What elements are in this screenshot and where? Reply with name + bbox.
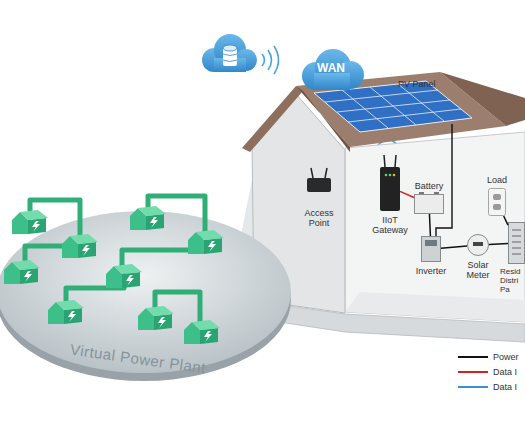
access-point-shape [325, 168, 327, 178]
vpp-pipe [25, 196, 205, 322]
power-wire [436, 124, 452, 236]
power-wire [436, 124, 452, 236]
database-cloud [223, 54, 237, 62]
house-icon [130, 206, 166, 230]
distribution-panel-shape [509, 223, 525, 264]
node-label: Resid Distri Pa [500, 267, 525, 294]
solar-meter-shape [467, 234, 489, 256]
load-outlet-shape [489, 189, 506, 216]
legend-line-sample [458, 369, 488, 375]
house-icon [184, 320, 220, 344]
house-icon [106, 264, 142, 288]
node-label: Inverter [409, 266, 453, 276]
legend-text: Data I [493, 367, 517, 377]
legend-line-sample [458, 386, 488, 388]
node-label: WAN [296, 62, 366, 75]
battery-shape [414, 194, 444, 214]
legend-line-sample [458, 384, 488, 390]
wire [429, 214, 431, 236]
database-cloud [223, 45, 237, 51]
inverter-shape [422, 237, 441, 262]
house-icon [4, 260, 40, 284]
iiot-gateway-shape [393, 174, 396, 177]
house-icon [12, 210, 48, 234]
roof [242, 86, 303, 152]
wire [489, 243, 508, 245]
inverter-shape [421, 236, 441, 262]
node-label: Solar Meter [459, 260, 497, 280]
vpp-disc: Virtual Power Plant [0, 205, 293, 387]
wire [400, 191, 414, 197]
house-icon [48, 300, 84, 324]
load-outlet-shape [493, 194, 501, 200]
access-point-shape [306, 172, 332, 192]
inverter-shape [425, 240, 437, 246]
iiot-gateway-shape [380, 167, 400, 211]
battery-shape [415, 195, 444, 214]
solar-meter-shape [468, 235, 489, 256]
node-label: Access Point [300, 208, 338, 228]
iiot-gateway-shape [395, 155, 396, 167]
load-outlet-shape [493, 204, 501, 210]
access-point-shape [307, 178, 331, 192]
interior-wall [345, 292, 525, 322]
distribution-panel-shape [508, 222, 525, 264]
access-point-shape [311, 168, 313, 178]
battery: Battery [414, 194, 444, 214]
wan-cloud: WAN [296, 47, 366, 91]
pv-panel [325, 84, 461, 128]
distribution-panel: Resid Distri Pa [508, 222, 525, 264]
interior-wall [345, 132, 525, 322]
interior-wall [345, 132, 525, 322]
wan-cloud-shape [314, 73, 350, 90]
house-icon [4, 206, 224, 344]
wireless-waves [262, 46, 279, 74]
house-icon [62, 234, 98, 258]
node-label: Battery [406, 181, 452, 191]
part-label: PV Panel [398, 79, 458, 89]
load-outlet-shape [488, 188, 506, 216]
node-label: IIoT Gateway [370, 215, 410, 235]
database-cloud [202, 34, 257, 72]
iiot-gateway-shape [380, 163, 400, 211]
iiot-gateway-shape [384, 155, 385, 167]
wire [504, 216, 508, 225]
solar-meter-shape [473, 242, 483, 246]
distribution-panel-shape [512, 230, 521, 254]
access-point: Access Point [306, 172, 332, 192]
inverter: Inverter [421, 236, 441, 262]
iiot-gateway: IIoT Gateway [380, 163, 400, 211]
load-outlet: Load [488, 188, 506, 216]
house-icon [188, 230, 224, 254]
wire [441, 246, 467, 248]
legend-text: Data I [493, 382, 517, 392]
roof [242, 72, 525, 152]
vpp-disc-shape [0, 211, 291, 373]
iiot-gateway-shape [389, 174, 392, 177]
node-label: Load [476, 175, 518, 185]
legend-line-sample [458, 356, 488, 358]
legend-line-sample [458, 354, 488, 360]
legend-line-sample [458, 371, 488, 373]
house-icon [138, 306, 174, 330]
solar-meter: Solar Meter [467, 234, 489, 256]
legend-text: Power [493, 352, 519, 362]
iiot-gateway-shape [385, 174, 388, 177]
